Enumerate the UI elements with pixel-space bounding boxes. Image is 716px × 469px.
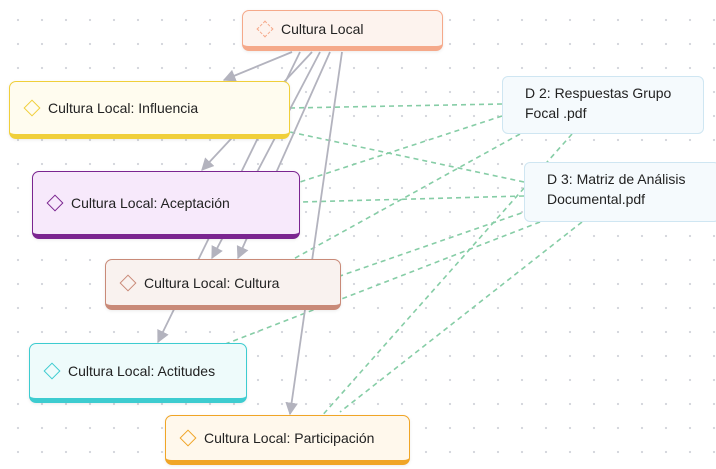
edge-d3-cultura	[339, 209, 531, 277]
diamond-icon	[43, 362, 61, 380]
edge-root-influencia	[222, 51, 293, 82]
node-aceptacion[interactable]: Cultura Local: Aceptación	[32, 171, 300, 239]
document-d3[interactable]: D 3: Matriz de Análisis Documental.pdf	[524, 162, 716, 222]
diamond-icon	[119, 274, 137, 291]
diamond-icon	[46, 194, 64, 212]
node-participacion[interactable]: Cultura Local: Participación	[165, 415, 410, 465]
edge-root-participacion	[285, 51, 343, 416]
node-label: Cultura Local: Cultura	[144, 274, 280, 291]
node-label: Cultura Local: Actitudes	[68, 363, 216, 379]
node-influencia[interactable]: Cultura Local: Influencia	[9, 81, 290, 139]
diamond-icon	[179, 429, 197, 447]
node-cultura-local[interactable]: Cultura Local	[242, 10, 443, 51]
edge-d2-cultura	[287, 133, 521, 263]
document-d2[interactable]: D 2: Respuestas Grupo Focal .pdf	[502, 76, 704, 134]
edge-d3-participacion	[339, 221, 583, 413]
diamond-icon	[256, 20, 274, 37]
node-label: Cultura Local: Participación	[204, 430, 375, 446]
document-title-line1: D 3: Matriz de Análisis	[547, 171, 686, 187]
document-title-line2: Focal .pdf	[525, 105, 587, 121]
node-label: Cultura Local: Aceptación	[71, 195, 230, 211]
node-cultura[interactable]: Cultura Local: Cultura	[105, 259, 341, 310]
node-actitudes[interactable]: Cultura Local: Actitudes	[29, 343, 247, 403]
edge-d2-influencia	[289, 103, 503, 109]
edge-d3-actitudes	[209, 221, 541, 351]
diamond-icon	[23, 99, 41, 117]
node-label: Cultura Local: Influencia	[48, 100, 199, 116]
document-title-line1: D 2: Respuestas Grupo	[525, 85, 672, 101]
edge-d3-aceptacion	[299, 195, 525, 203]
document-title-line2: Documental.pdf	[547, 191, 646, 207]
edge-d2-aceptacion	[299, 115, 503, 183]
node-label: Cultura Local	[281, 20, 364, 37]
